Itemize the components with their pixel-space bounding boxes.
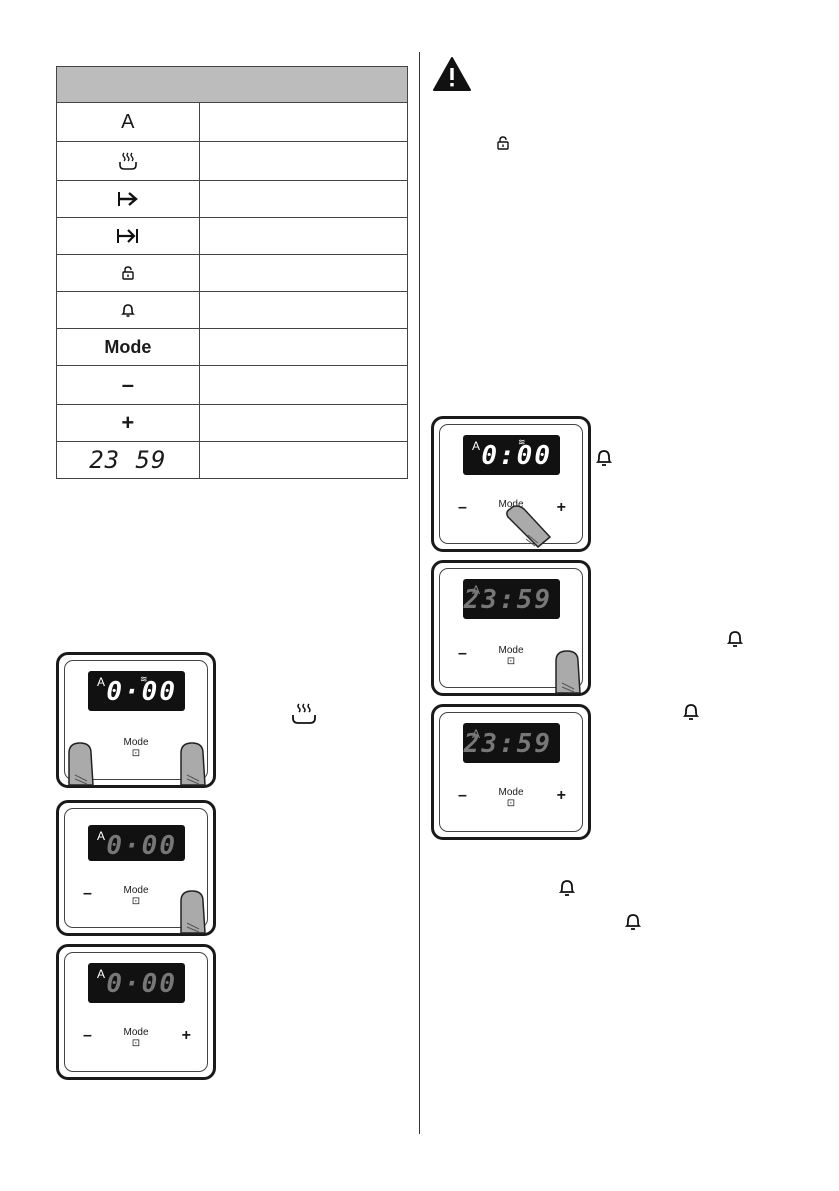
auto-indicator-blinking: A	[97, 675, 106, 689]
lcd-display: A 0·00	[88, 963, 185, 1003]
table-row	[56, 254, 409, 292]
minus-button: –	[458, 645, 467, 662]
column-divider	[419, 52, 420, 1134]
bell-icon	[683, 704, 699, 720]
auto-indicator: A	[97, 829, 106, 843]
lcd-display: A 0·00	[88, 825, 185, 861]
auto-indicator: A	[472, 439, 481, 453]
auto-symbol: A	[121, 110, 135, 133]
minus-symbol: –	[121, 372, 134, 397]
bell-icon	[120, 304, 135, 317]
plus-button: +	[556, 499, 566, 516]
minus-button: –	[83, 885, 92, 902]
table-row	[56, 291, 409, 329]
auto-indicator: A	[472, 583, 481, 597]
table-row	[56, 141, 409, 181]
lcd-display: A ≋ 0·00	[88, 671, 185, 711]
lock-icon	[122, 266, 134, 280]
plus-button: +	[181, 1027, 191, 1044]
steam-indicator: ≋	[518, 437, 526, 447]
table-row	[56, 217, 409, 255]
table-row	[56, 180, 409, 218]
time-digits: 23:59	[463, 585, 552, 615]
steam-indicator: ≋	[140, 674, 148, 684]
finger-pressing-plus	[555, 650, 581, 694]
arrow-to-end-icon	[116, 229, 138, 243]
control-panel-figure: A ≋ 0:00 – Mode +	[431, 416, 591, 552]
mode-button: Mode	[498, 499, 524, 510]
time-digits: 0·00	[106, 677, 177, 707]
auto-indicator: A	[97, 967, 106, 981]
time-digits-blinking: 0·00	[106, 831, 177, 861]
minus-button: –	[458, 787, 467, 804]
table-row: Mode	[56, 328, 409, 366]
mode-button: Mode⊡	[123, 885, 149, 907]
time-digits-blinking: 0·00	[106, 969, 177, 999]
table-row: 23 59	[56, 441, 409, 479]
symbol-table: A	[56, 66, 409, 479]
lcd-display: A ≋ 0:00	[463, 435, 560, 475]
mode-button: Mode⊡	[498, 787, 524, 809]
table-row: A	[56, 102, 409, 142]
lcd-display: A 23:59	[463, 723, 560, 763]
bell-icon	[727, 631, 743, 647]
warning-icon	[433, 57, 471, 91]
control-panel-figure: A 0·00 – Mode⊡ +	[56, 944, 216, 1080]
segment-display-symbol: 23 59	[89, 446, 167, 474]
mode-symbol: Mode	[104, 336, 152, 357]
time-digits: 0:00	[481, 441, 552, 471]
bell-icon	[625, 914, 641, 930]
lock-icon	[497, 136, 509, 150]
steam-pot-icon	[119, 152, 137, 170]
minus-button: –	[83, 1027, 92, 1044]
bell-icon	[596, 450, 612, 466]
steam-pot-icon	[292, 703, 316, 724]
control-panel-figure: A ≋ 0·00 Mode⊡	[56, 652, 216, 788]
mode-button: Mode⊡	[498, 645, 524, 667]
plus-symbol: +	[121, 410, 135, 435]
finger-pressing-minus	[68, 742, 94, 786]
control-panel-figure: A 23:59 – Mode⊡	[431, 560, 591, 696]
arrow-right-icon	[117, 192, 138, 206]
table-header	[56, 66, 408, 103]
lcd-display: A 23:59	[463, 579, 560, 619]
mode-button: Mode⊡	[123, 1027, 149, 1049]
table-row: –	[56, 365, 409, 405]
bell-icon	[559, 880, 575, 896]
finger-pressing-plus	[180, 742, 206, 786]
finger-pressing-mode	[506, 505, 552, 549]
auto-indicator: A	[472, 727, 481, 741]
finger-pressing-plus	[180, 890, 206, 934]
time-digits: 23:59	[463, 729, 552, 759]
table-row: +	[56, 404, 409, 442]
mode-button: Mode⊡	[123, 737, 149, 759]
control-panel-figure: A 23:59 – Mode⊡ +	[431, 704, 591, 840]
plus-button: +	[556, 787, 566, 804]
control-panel-figure: A 0·00 – Mode⊡	[56, 800, 216, 936]
minus-button: –	[458, 499, 467, 516]
